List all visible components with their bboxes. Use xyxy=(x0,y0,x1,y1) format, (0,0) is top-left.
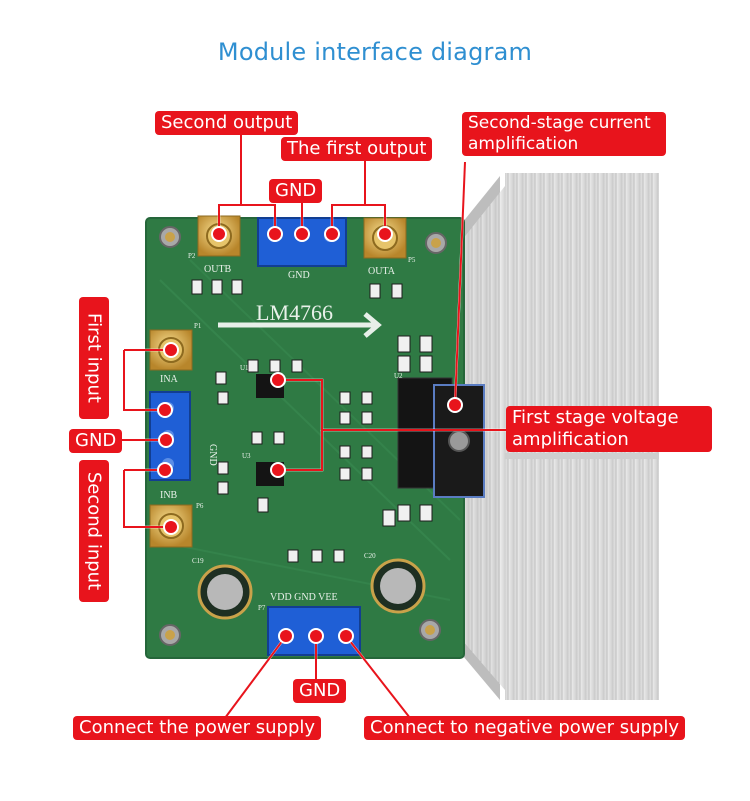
page-title: Module interface diagram xyxy=(217,38,533,66)
label-connect-negative: Connect to negative power supply xyxy=(364,716,686,740)
marker-dots xyxy=(157,226,463,644)
p6-label: P6 xyxy=(196,502,204,510)
label-first-input-text: First input xyxy=(83,313,105,403)
inb-label: INB xyxy=(160,490,178,501)
label-second-output: Second output xyxy=(155,111,299,135)
mounting-screws xyxy=(159,226,447,646)
label-first-input: First input xyxy=(79,297,109,419)
outa-label: OUTA xyxy=(368,266,396,277)
flow-arrow xyxy=(218,312,382,338)
label-first-output: The first output xyxy=(281,137,433,161)
p2-label: P2 xyxy=(188,252,196,260)
label-gnd-left: GND xyxy=(69,429,123,453)
label-gnd-top: GND xyxy=(269,179,323,203)
c19-label: C19 xyxy=(192,557,204,565)
electrolytic-capacitors xyxy=(197,558,426,620)
label-first-stage: First stage voltage amplification xyxy=(506,406,712,452)
heatsink xyxy=(458,173,659,700)
p7-label: P7 xyxy=(258,604,266,612)
u2-label: U2 xyxy=(394,372,403,380)
label-second-input: Second input xyxy=(79,460,109,602)
callout-lines-red xyxy=(122,134,510,719)
label-second-stage: Second-stage current amplification xyxy=(462,112,666,156)
c20-label: C20 xyxy=(364,552,376,560)
u1-label: U1 xyxy=(240,364,249,372)
chip-label: LM4766 xyxy=(256,300,333,325)
gnd-in-label: GND xyxy=(207,444,218,466)
outb-label: OUTB xyxy=(204,264,232,275)
u3-label: U3 xyxy=(242,452,251,460)
power-label: VDD GND VEE xyxy=(270,592,338,603)
ina-label: INA xyxy=(160,374,179,385)
smd-components xyxy=(191,279,433,563)
label-second-input-text: Second input xyxy=(83,471,105,591)
label-gnd-bottom: GND xyxy=(293,679,347,703)
gnd-out-label: GND xyxy=(288,270,310,281)
p5-label: P5 xyxy=(408,256,416,264)
label-connect-power: Connect the power supply xyxy=(73,716,322,740)
p1-label: P1 xyxy=(194,322,202,330)
